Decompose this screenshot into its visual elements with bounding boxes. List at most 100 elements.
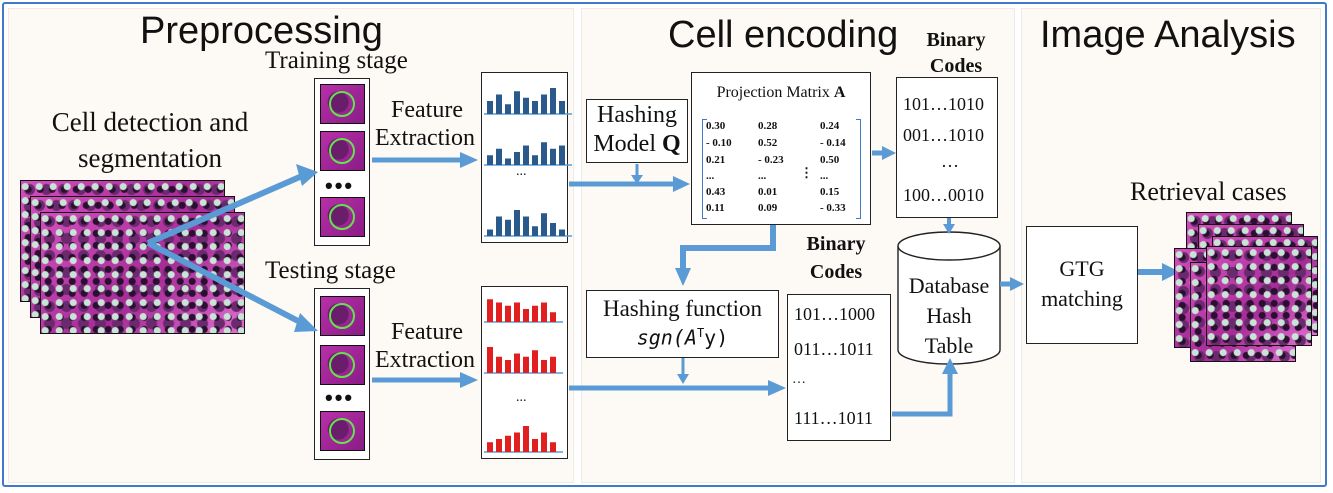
testing-histogram-2-bar [550, 356, 556, 373]
training-histogram-2-bar [550, 148, 556, 165]
hashing-function-box: Hashing function sgn(ATy) [586, 290, 779, 358]
database-cylinder [897, 231, 1001, 365]
matrix-value: 0.50 [820, 154, 840, 166]
arrow-testing-feature-head [460, 372, 478, 388]
section-title-image-analysis: Image Analysis [1040, 14, 1296, 56]
training-histogram-3-bar [505, 219, 511, 236]
training-cell-thumb-2 [320, 131, 365, 171]
training-histogram-3-bar [550, 223, 556, 236]
arrow-gtg-to-retrieval-head [1162, 263, 1180, 281]
matrix-value: - 0.14 [820, 137, 846, 149]
query-code-ellipsis: … [792, 372, 806, 387]
matrix-value: 0.01 [758, 186, 778, 198]
training-histogram-3-bar [532, 226, 538, 236]
testing-histogram-2-bar [496, 356, 502, 373]
db-binary-codes-label-line1: Binary [926, 29, 986, 51]
matrix-value: - 0.33 [820, 202, 846, 214]
training-feature-label-line1: Feature [391, 97, 463, 123]
arrow-image-to-testing-head [294, 313, 318, 332]
training-histogram-1-bar [541, 94, 547, 114]
matrix-value: 0.21 [706, 154, 726, 166]
arrow-training-to-projection-head [673, 176, 690, 192]
testing-feature-label-line2: Extraction [375, 347, 475, 373]
query-binary-codes-label-line1: Binary [806, 233, 866, 255]
testing-histogram-2-bar [505, 360, 511, 373]
arrow-projection-to-hashing-function-head [675, 268, 691, 286]
arrow-projection-to-hashing-function [680, 225, 776, 270]
gtg-matching-box: GTG matching [1026, 226, 1138, 344]
training-histogram-1-bar [523, 97, 529, 114]
arrow-function-to-line-head [677, 374, 689, 384]
testing-histogram-1-bar [532, 305, 538, 322]
testing-feature-label-line1: Feature [391, 319, 463, 345]
hashing-formula-text: sgn(A [636, 325, 697, 350]
testing-histogram-3-bar [514, 432, 520, 452]
training-histogram-2-bar [487, 155, 493, 165]
training-cell-stack: ••• [314, 78, 370, 246]
training-histogram-1-bar [559, 101, 565, 114]
matrix-value: 0.11 [706, 202, 725, 214]
db-code-2: 001…1010 [903, 125, 984, 145]
testing-histogram-3-bar [523, 426, 529, 452]
arrow-layer [146, 146, 1180, 417]
testing-histogram-1-bar [541, 302, 547, 322]
retrieval-cases-label: Retrieval cases [1130, 177, 1287, 206]
hashing-function-label: Hashing function [602, 296, 763, 321]
hashing-model-symbol: Q [662, 131, 681, 157]
matrix-bracket-left [702, 119, 707, 219]
cell-detection-label-line2: segmentation [78, 143, 222, 173]
training-histogram-3-bar [514, 210, 520, 236]
testing-cell-thumb-2 [320, 345, 365, 385]
hashing-model-line1: Hashing [597, 102, 677, 128]
cell-contour-icon [329, 204, 355, 230]
testing-histogram-3-bar [541, 432, 547, 452]
testing-histogram-1-bar [487, 299, 493, 322]
matrix-value: ... [758, 170, 767, 182]
training-ellipsis: ••• [325, 173, 355, 198]
histogram-layer [484, 88, 572, 453]
testing-histogram-1-bar [523, 309, 529, 322]
training-histogram-1-bar [505, 104, 511, 114]
cell-detection-label-line1: Cell detection and [51, 107, 249, 137]
arrow-training-feature-head [460, 152, 478, 168]
hashing-formula-end: y) [704, 325, 729, 350]
training-histogram-2-bar [514, 152, 520, 165]
training-cell-thumb-1 [320, 84, 365, 124]
training-histogram-3-bar [559, 229, 565, 236]
arrow-image-to-training [146, 173, 304, 246]
training-histogram-1-bar [496, 94, 502, 114]
cell-contour-icon [329, 303, 355, 329]
db-binary-codes-box: 101…1010 001…1010 … 100…0010 [896, 77, 998, 218]
arrow-model-to-line-head [631, 175, 643, 184]
testing-histogram-3-bar [487, 442, 493, 452]
outer-frame [2, 2, 1327, 487]
arrow-image-to-testing [146, 240, 302, 325]
matrix-value: 0.09 [758, 202, 778, 214]
matrix-value: 0.43 [706, 186, 726, 198]
arrow-query-to-database-head [942, 358, 958, 374]
cell-contour-icon [329, 138, 355, 164]
hashing-model-text: Model [593, 131, 662, 157]
section-title-preprocessing: Preprocessing [140, 10, 383, 52]
matrix-vertical-ellipsis: ⋮ [800, 165, 813, 180]
testing-histogram-3-bar [550, 442, 556, 452]
projection-matrix-symbol: A [833, 84, 846, 101]
training-histogram-2-bar [496, 148, 502, 165]
database-label-line1: Database [908, 273, 990, 298]
testing-histogram-2-bar [532, 350, 538, 373]
arrow-query-to-database [892, 372, 953, 417]
testing-histogram-2-bar [514, 353, 520, 373]
arrow-image-to-training-head [296, 164, 318, 186]
training-histogram-2-bar [523, 145, 529, 165]
query-binary-codes-label-line2: Codes [809, 261, 863, 283]
matrix-value: - 0.10 [706, 137, 732, 149]
training-cell-thumb-3 [320, 197, 365, 237]
section-title-cell-encoding: Cell encoding [668, 14, 899, 56]
training-hist-ellipsis: ... [516, 164, 527, 179]
gtg-label-line2: matching [1041, 286, 1123, 311]
db-code-1: 101…1010 [903, 94, 984, 114]
projection-matrix-title: Projection Matrix A [692, 84, 870, 102]
testing-ellipsis: ••• [325, 385, 355, 410]
